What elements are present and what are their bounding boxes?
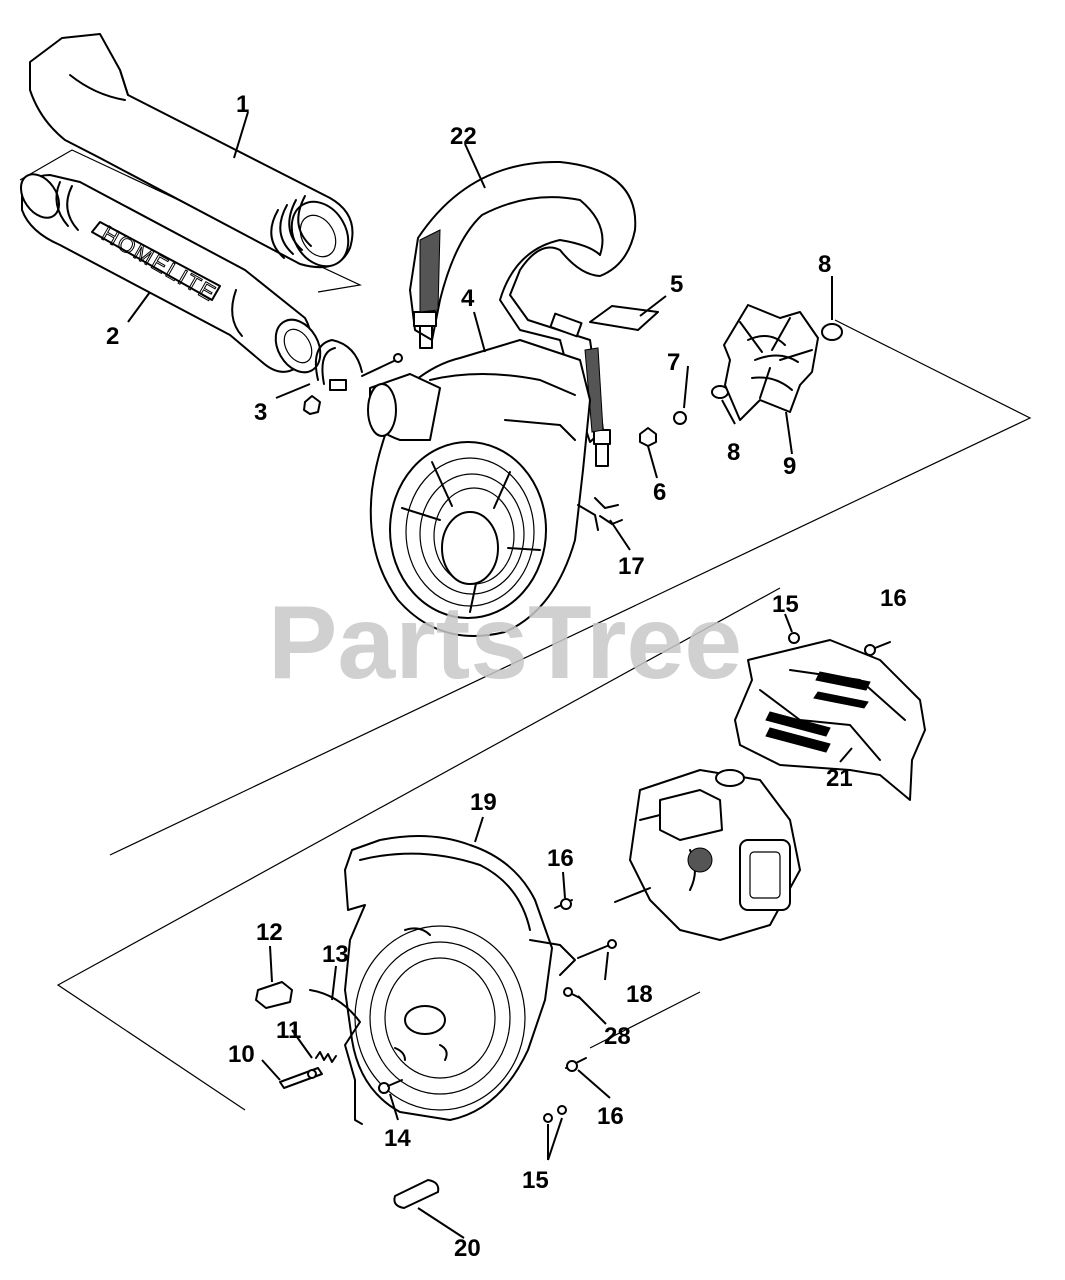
foot-pad [393, 1179, 440, 1209]
blower-tube: HOMELITE [19, 173, 322, 374]
throttle-wire [309, 989, 363, 1125]
shaft-hardware [639, 323, 843, 447]
label-28: 28 [604, 1023, 631, 1050]
label-14: 14 [384, 1125, 411, 1152]
label-17: 17 [618, 553, 645, 580]
lower-plane-outline [56, 587, 781, 1111]
label-6: 6 [653, 479, 666, 506]
engine-shroud [734, 639, 926, 801]
label-9: 9 [783, 453, 796, 480]
nozzle-tube [29, 33, 354, 269]
label-8b: 8 [727, 439, 740, 466]
strap-adjuster-stripes [419, 229, 604, 433]
strap-buckle-left [413, 311, 437, 349]
spring [315, 1051, 337, 1063]
label-15a: 15 [772, 591, 799, 618]
fan-impeller [723, 304, 819, 421]
label-22: 22 [450, 123, 477, 150]
label-16b: 16 [547, 845, 574, 872]
pivot-pin [279, 1067, 323, 1089]
label-3: 3 [254, 399, 267, 426]
label-18: 18 [626, 981, 653, 1008]
bolt-18 [577, 939, 617, 959]
label-13: 13 [322, 941, 349, 968]
label-4: 4 [461, 285, 475, 312]
plate-pad [589, 305, 659, 331]
label-1: 1 [236, 91, 249, 118]
housing-clip [594, 497, 623, 525]
bolt-16-mid [554, 898, 573, 910]
label-15b: 15 [522, 1167, 549, 1194]
engine [614, 769, 801, 941]
label-16a: 16 [880, 585, 907, 612]
nozzle-ribs [270, 195, 312, 259]
fan-housing [344, 835, 576, 1121]
intake-grille [389, 441, 547, 619]
label-21: 21 [826, 765, 853, 792]
leader-lines [127, 111, 853, 1239]
watermark-text: PartsTree [268, 585, 742, 701]
part-labels: 1 2 3 4 5 6 7 8 8 9 10 11 12 13 14 15 15… [106, 91, 907, 1262]
label-2: 2 [106, 323, 119, 350]
bolt-16-upper [864, 641, 891, 656]
bolt-16-lower [565, 1057, 587, 1072]
tube-clamp [303, 339, 403, 415]
small-screw-14 [378, 1079, 403, 1094]
label-10: 10 [228, 1041, 255, 1068]
blower-housing [367, 339, 599, 637]
strap-buckle-right [549, 312, 611, 467]
label-11: 11 [276, 1017, 301, 1044]
label-5: 5 [670, 271, 683, 298]
switch-cap [255, 981, 293, 1009]
label-19: 19 [470, 789, 497, 816]
screw-15-upper [788, 632, 800, 644]
label-7: 7 [667, 349, 680, 376]
label-20: 20 [454, 1235, 481, 1262]
label-8a: 8 [818, 251, 831, 278]
housing-rings [354, 925, 526, 1111]
label-16c: 16 [597, 1103, 624, 1130]
label-12: 12 [256, 919, 283, 946]
shroud-vents [765, 671, 871, 753]
screws-15-lower [543, 1105, 567, 1123]
